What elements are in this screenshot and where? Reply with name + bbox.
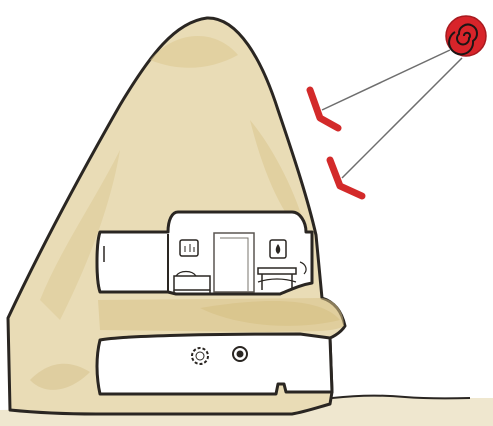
arrow [306, 86, 342, 132]
lamp-niche [269, 239, 287, 259]
upper-chamber [95, 210, 314, 296]
rock-opening [191, 347, 209, 365]
sun [445, 15, 487, 57]
rock-opening [232, 346, 248, 362]
arrow-icon [306, 86, 342, 132]
rock-stain [40, 150, 120, 320]
arrow [326, 156, 366, 200]
sun-icon [445, 15, 487, 57]
bed [173, 270, 211, 294]
arrow-icon [326, 156, 366, 200]
bench [257, 261, 307, 290]
doorway [213, 232, 255, 293]
rock-stain [30, 363, 90, 390]
lamp-icon [275, 244, 281, 254]
wall-niche [179, 239, 199, 257]
sun-rays [321, 49, 463, 179]
door-icon [220, 237, 249, 292]
floor-ledge [98, 298, 344, 332]
sun-ray [341, 57, 463, 179]
sun-ray [321, 49, 451, 111]
lower-chamber [95, 332, 334, 396]
rock-stain [150, 36, 238, 68]
side-alcove [95, 231, 105, 293]
rock-stain [250, 120, 308, 240]
